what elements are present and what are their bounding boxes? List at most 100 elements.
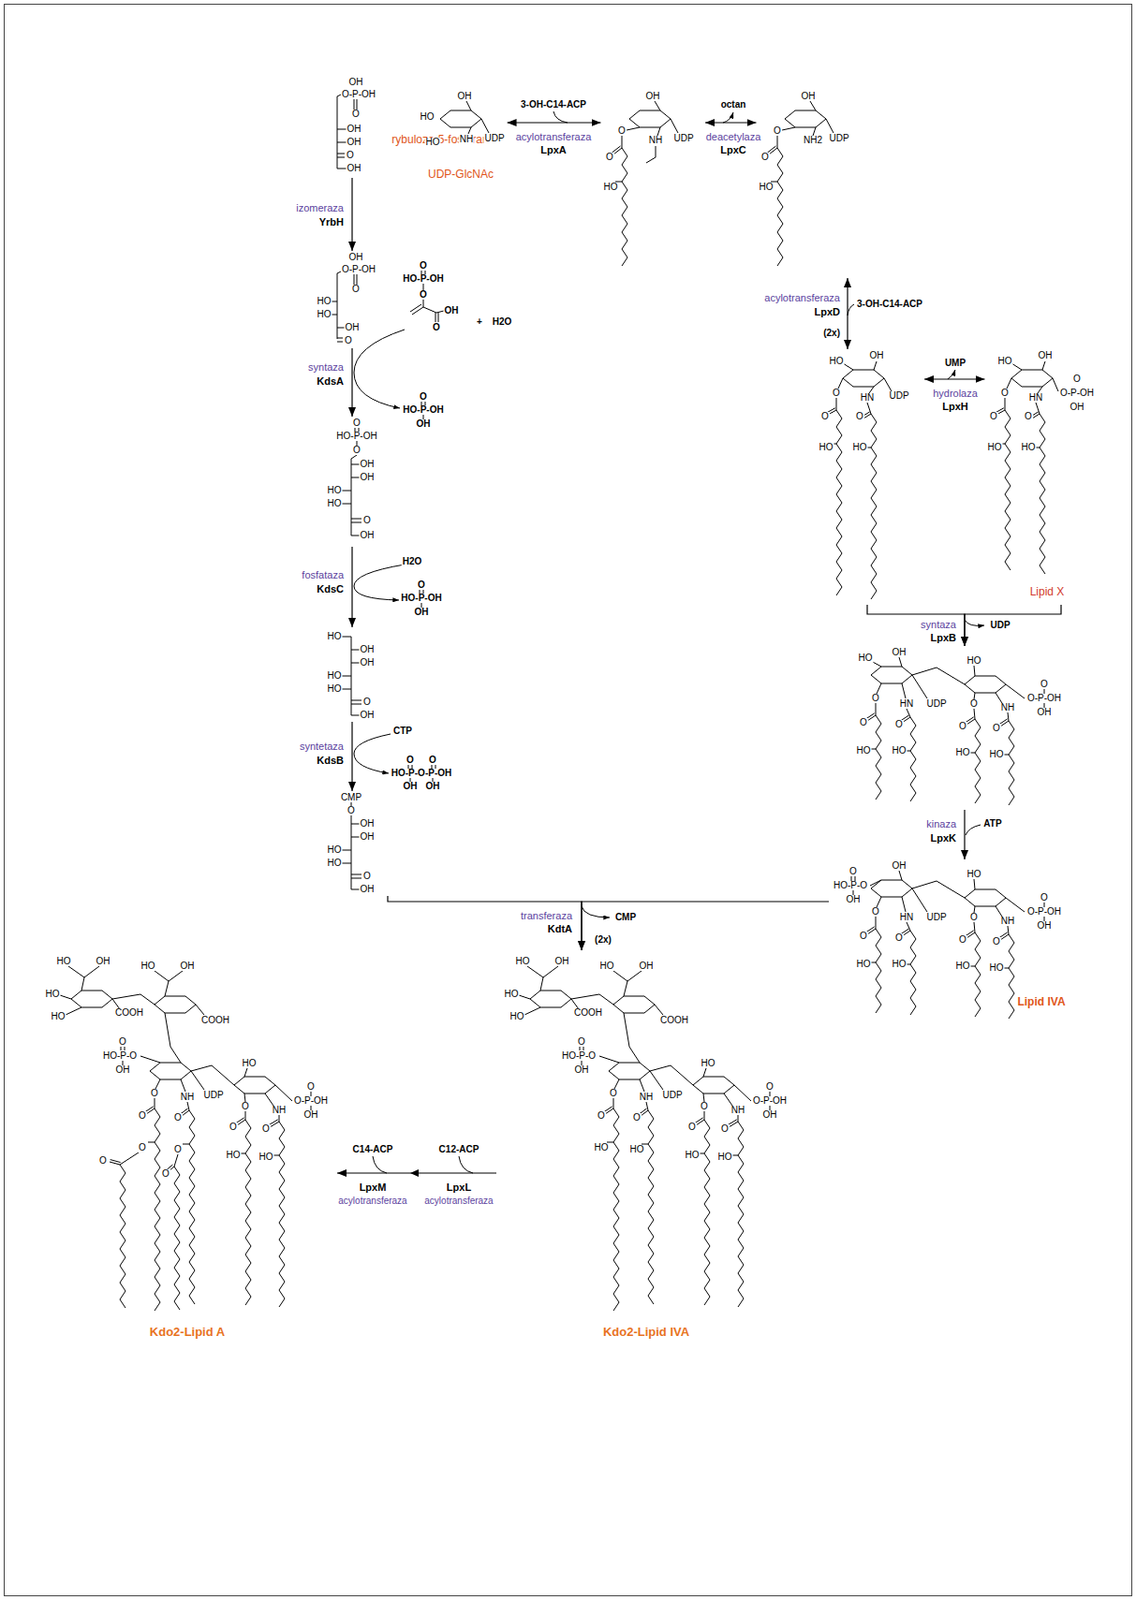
bond xyxy=(110,1160,121,1164)
reagent-label: C12-ACP xyxy=(438,1145,481,1155)
bond xyxy=(640,1110,649,1117)
bond xyxy=(337,142,347,144)
compound: HOOHOHNUDPOOHOHO xyxy=(816,349,926,605)
bond xyxy=(836,410,842,596)
bond xyxy=(524,1007,541,1016)
atom-label: HO-P-O xyxy=(560,1051,597,1062)
atom-label: O xyxy=(958,722,968,732)
atom-label: O-P-OH xyxy=(752,1096,788,1107)
bond xyxy=(784,110,827,128)
bond xyxy=(648,1110,654,1305)
bond xyxy=(611,146,620,153)
reaction-arrow xyxy=(964,604,1062,647)
atom-label: NH2 xyxy=(802,135,824,146)
bond xyxy=(621,135,623,148)
compound: OHONH2UDPOHO xyxy=(756,86,856,279)
bond xyxy=(623,1013,640,1063)
atom-label: HO xyxy=(258,1152,275,1163)
compound-name: Lipid IVA xyxy=(1016,996,1066,1008)
bond xyxy=(1007,712,1009,722)
reagent-curve xyxy=(964,619,985,626)
bond xyxy=(146,1108,155,1115)
reaction-arrow xyxy=(963,810,965,860)
enzyme-name: KdsC xyxy=(315,584,345,595)
reagent-label: 3-OH-C14-ACP xyxy=(519,100,588,110)
bond xyxy=(899,870,902,881)
reagent-label: OH xyxy=(413,607,430,618)
atom-label: HO xyxy=(50,1012,67,1022)
atom-label: O xyxy=(161,1169,171,1180)
bond xyxy=(613,1108,620,1312)
bond xyxy=(1052,378,1059,392)
bond xyxy=(973,906,975,914)
reaction-arrow xyxy=(705,121,757,123)
bond xyxy=(670,118,679,133)
bond xyxy=(120,1047,122,1051)
bond xyxy=(189,1110,195,1305)
bond xyxy=(1006,378,1012,389)
atom-label: OH xyxy=(115,1065,132,1076)
bond xyxy=(279,1115,281,1122)
reaction-arrow xyxy=(337,1172,497,1174)
bond xyxy=(440,110,482,128)
reagent-label: HO-P-O-P-OH xyxy=(390,768,453,779)
bond xyxy=(279,1121,285,1308)
bond xyxy=(613,996,655,1014)
atom-label: O xyxy=(576,1037,587,1048)
bond xyxy=(876,683,882,694)
atom-label: O xyxy=(362,697,372,708)
reagent-label: UDP xyxy=(988,620,1011,631)
reagent-label: 3-OH-C14-ACP xyxy=(855,299,924,310)
atom-label: OH xyxy=(457,91,473,102)
atom-label: OH xyxy=(800,91,817,102)
bond xyxy=(875,916,877,930)
bond xyxy=(810,101,816,111)
atom-label: O xyxy=(617,126,627,136)
bond xyxy=(703,1068,707,1077)
bond xyxy=(870,666,913,684)
bond xyxy=(191,1071,205,1091)
atom-label: HO xyxy=(326,632,343,642)
bond xyxy=(1000,721,1009,727)
bond xyxy=(695,1120,705,1126)
bond xyxy=(875,715,882,800)
bond xyxy=(154,971,169,997)
atom-label: HO xyxy=(425,137,442,148)
atom-label: OH xyxy=(638,961,655,972)
bond xyxy=(974,719,981,804)
bond xyxy=(627,971,642,982)
bond xyxy=(781,127,796,131)
reaction-arrow xyxy=(924,378,986,380)
atom-label: HO xyxy=(326,499,343,509)
bond xyxy=(604,1108,614,1115)
bond xyxy=(621,147,628,266)
reagent-label: O xyxy=(416,580,427,591)
reagent-curve xyxy=(354,734,391,774)
atom-label: OH xyxy=(645,91,662,102)
bond xyxy=(182,1144,190,1146)
atom-label: O xyxy=(820,412,830,422)
bond xyxy=(149,1062,192,1080)
bond xyxy=(838,378,843,389)
bond xyxy=(777,135,779,148)
atom-label: O xyxy=(98,1156,108,1166)
enzyme-class: syntaza xyxy=(307,362,345,373)
atom-label: HO xyxy=(684,1150,701,1161)
bond xyxy=(629,110,671,128)
bond xyxy=(973,693,975,700)
bond xyxy=(168,971,183,982)
bond xyxy=(1005,684,1025,699)
bond xyxy=(423,283,425,291)
bond xyxy=(704,1111,706,1121)
reagent-label: C14-ACP xyxy=(352,1145,395,1155)
atom-label: HO xyxy=(700,1059,717,1069)
atom-label: OH xyxy=(1037,351,1054,361)
atom-label: O xyxy=(632,1113,642,1123)
reagent-label: ATP xyxy=(982,819,1003,829)
atom-label: HO xyxy=(326,858,343,869)
atom-label: HO xyxy=(852,442,869,453)
atom-label: HO xyxy=(593,1143,610,1153)
bond xyxy=(583,1047,585,1051)
reagent-curve xyxy=(354,564,405,601)
atom-label: O xyxy=(870,693,881,704)
